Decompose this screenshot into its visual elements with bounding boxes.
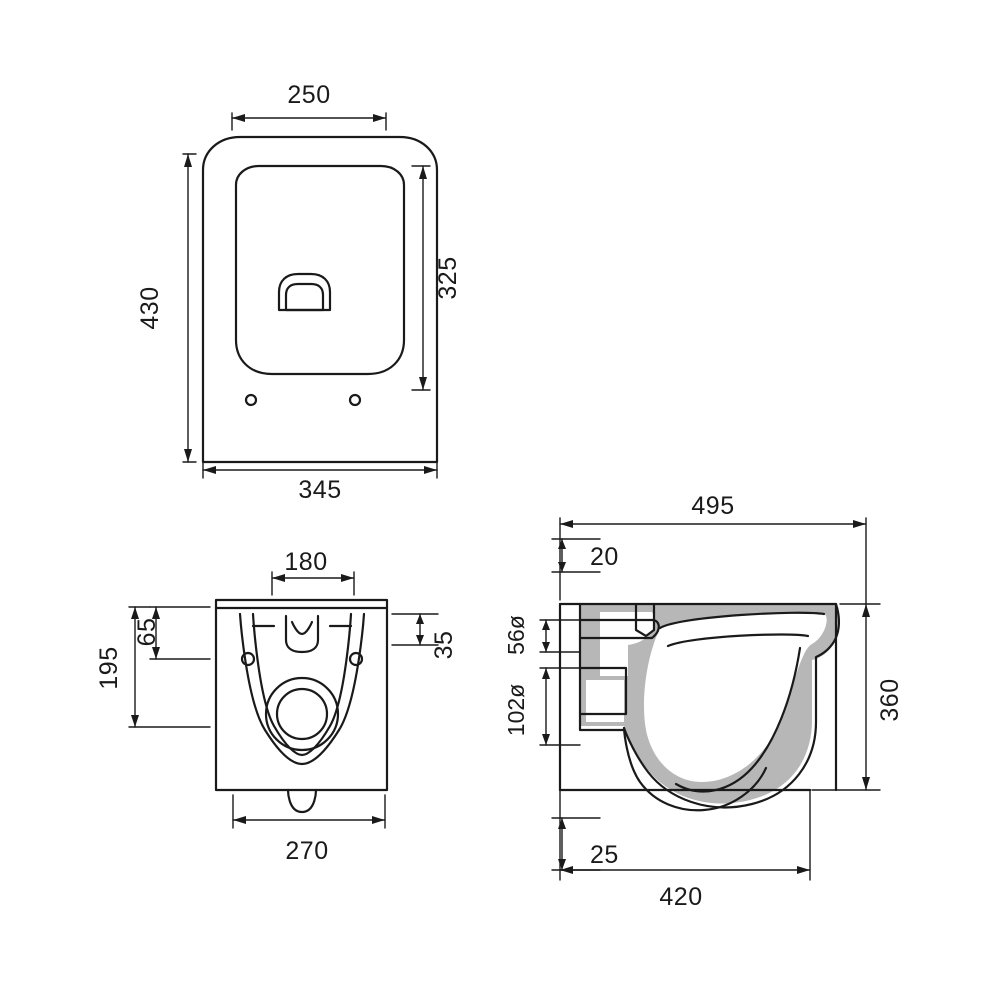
side-section-dimensions <box>539 517 881 881</box>
plan-view-geometry <box>214 598 389 814</box>
dimension-labels: 250 430 325 345 180 65 195 35 270 495 20… <box>95 81 904 911</box>
dimension-label-250: 250 <box>287 81 330 109</box>
side-section-geometry <box>558 602 841 812</box>
dimension-label-325: 325 <box>434 256 462 299</box>
dimension-label-65: 65 <box>133 618 161 647</box>
dimension-label-180: 180 <box>284 548 327 576</box>
dimension-label-270: 270 <box>285 837 328 865</box>
dimension-label-56dia: 56ø <box>503 615 529 655</box>
dimension-label-495: 495 <box>691 492 734 520</box>
front-view-geometry <box>201 135 439 464</box>
dimension-label-25: 25 <box>590 841 619 869</box>
dimension-label-420: 420 <box>659 883 702 911</box>
dimension-label-430: 430 <box>136 286 164 329</box>
dimension-label-102dia: 102ø <box>503 684 529 736</box>
dimension-label-345: 345 <box>298 476 341 504</box>
dimension-label-20: 20 <box>590 543 619 571</box>
dimension-label-360: 360 <box>876 678 904 721</box>
plan-view-dimensions <box>128 571 439 829</box>
dimension-label-195: 195 <box>95 646 123 689</box>
front-view-dimensions <box>182 112 438 479</box>
dimension-label-35: 35 <box>430 631 458 660</box>
